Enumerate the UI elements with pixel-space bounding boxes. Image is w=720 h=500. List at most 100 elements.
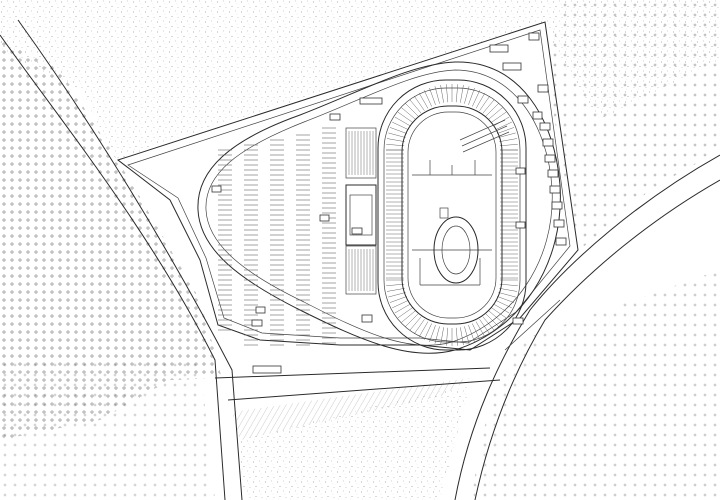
seat-row xyxy=(409,99,422,114)
seat-row xyxy=(423,323,432,340)
car-icon xyxy=(361,314,373,323)
seat-row xyxy=(434,86,440,104)
seat-row xyxy=(401,310,416,323)
seat-row xyxy=(460,84,464,103)
car-icon xyxy=(255,306,266,314)
ring-road-outer xyxy=(197,61,561,354)
dot-grid-texture xyxy=(0,40,222,440)
seat-row xyxy=(472,90,481,107)
central-building xyxy=(345,127,377,295)
car-icon xyxy=(528,32,540,41)
seat-row xyxy=(394,303,411,314)
seat-row xyxy=(499,138,518,142)
seat-row xyxy=(475,92,486,109)
car-icon xyxy=(555,237,567,246)
seat-row xyxy=(464,326,470,344)
seat-row xyxy=(423,90,432,107)
seat-row xyxy=(429,87,436,105)
seat-row xyxy=(386,283,405,286)
car-icon xyxy=(553,219,565,228)
stadium-stand-outer xyxy=(383,87,521,343)
car-icon xyxy=(515,167,526,175)
access-road-bottom xyxy=(227,379,501,401)
seat-row xyxy=(460,327,464,346)
car-icon xyxy=(537,84,549,93)
seating-block-upper xyxy=(348,131,374,175)
field-building-block xyxy=(439,207,449,219)
seat-row xyxy=(499,283,518,286)
seat-row xyxy=(386,288,405,292)
seating-block-upper-frame xyxy=(345,127,377,179)
road-right-edge-a xyxy=(454,154,720,500)
car-icon xyxy=(549,185,561,194)
seat-row xyxy=(392,121,409,130)
seat-row xyxy=(479,319,491,335)
seat-row xyxy=(498,132,516,138)
seat-row xyxy=(488,310,503,323)
seat-row xyxy=(497,296,515,303)
car-icon xyxy=(532,111,543,120)
stadium-stand-inner xyxy=(401,105,503,325)
car-icon xyxy=(359,97,383,105)
car-icon xyxy=(542,138,554,147)
seat-row xyxy=(386,144,405,147)
seat-row xyxy=(468,325,475,343)
seat-row xyxy=(488,107,503,120)
car-icon xyxy=(252,365,282,374)
parked-cars xyxy=(211,32,567,374)
seat-row xyxy=(440,327,444,346)
seat-row xyxy=(491,307,507,319)
seat-row xyxy=(418,92,429,109)
seat-row xyxy=(493,303,510,314)
seat-row xyxy=(409,316,422,331)
diagonal-hatch-texture xyxy=(232,378,470,440)
seat-row xyxy=(455,327,458,346)
seat-row xyxy=(397,307,413,319)
seat-row xyxy=(475,321,486,338)
roads xyxy=(0,19,720,500)
car-icon xyxy=(539,122,551,131)
stadium xyxy=(377,79,527,351)
seat-row xyxy=(482,99,495,114)
seat-row xyxy=(440,84,444,103)
stadium-field-edge xyxy=(407,111,497,319)
stipple-texture xyxy=(0,0,720,160)
road-left-edge-b xyxy=(17,19,243,500)
seat-row xyxy=(388,292,406,298)
running-track-inner xyxy=(441,225,471,275)
car-icon xyxy=(489,44,509,53)
seat-row xyxy=(397,111,413,123)
car-icon xyxy=(502,62,522,71)
car-icon xyxy=(211,185,222,193)
car-icon xyxy=(517,95,529,104)
dot-grid-texture-lower-left xyxy=(0,360,215,500)
seat-row xyxy=(464,86,470,104)
seat-row xyxy=(413,319,425,335)
seat-row xyxy=(455,84,458,103)
seat-row xyxy=(388,132,406,138)
running-track-outer xyxy=(433,216,479,284)
seat-row xyxy=(401,107,416,120)
car-icon xyxy=(547,169,559,178)
seat-row xyxy=(405,313,419,327)
road-right-edge-b xyxy=(474,179,720,500)
car-icon xyxy=(329,113,341,121)
seat-row xyxy=(418,321,429,338)
seat-row xyxy=(405,103,419,117)
inner-site-boundary xyxy=(127,29,571,344)
stipple-texture-bottom xyxy=(238,385,470,500)
seat-row xyxy=(386,138,405,142)
car-icon xyxy=(515,221,526,229)
seat-row xyxy=(429,325,436,343)
seat-row xyxy=(394,116,411,127)
seat-row xyxy=(434,326,440,344)
seat-row xyxy=(499,288,518,292)
field-building-outline xyxy=(412,160,492,286)
central-building-outline xyxy=(345,184,377,246)
seat-row xyxy=(446,84,449,103)
median-line xyxy=(504,299,561,351)
seat-row xyxy=(497,127,515,134)
stadium-seating xyxy=(386,84,518,346)
seat-row xyxy=(495,300,512,309)
